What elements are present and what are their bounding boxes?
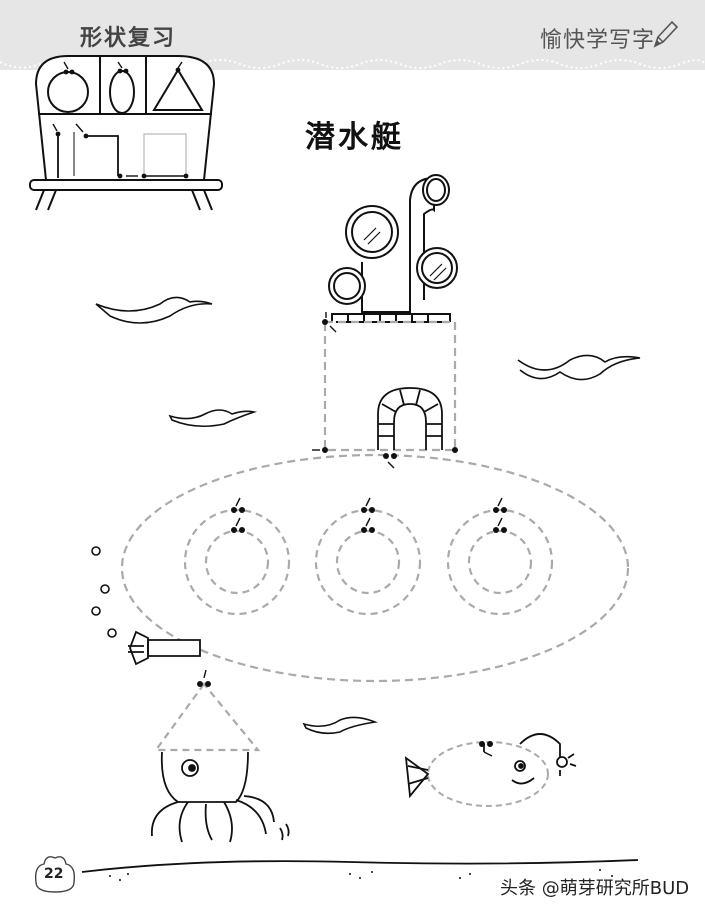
hatch-door-icon — [377, 387, 443, 450]
triangle-trace-outline — [153, 682, 261, 752]
page-number-badge — [34, 856, 76, 893]
tower-trace-outline — [323, 320, 457, 452]
pencil-icon — [653, 20, 679, 48]
octopus-icon — [151, 751, 290, 843]
watermark-text: 头条 @萌芽研究所BUD — [500, 878, 690, 899]
shape-review-box — [29, 55, 223, 211]
porthole-2-trace — [314, 508, 422, 616]
start-dots — [231, 507, 507, 533]
page-number: 22 — [44, 866, 64, 882]
wave-right-icon — [517, 354, 641, 381]
porthole-1-trace — [183, 508, 291, 616]
propeller-icon — [128, 630, 201, 666]
wave-bottom-icon — [302, 716, 378, 735]
porthole-3-trace — [446, 508, 554, 616]
book-title: 愉快学写字 — [540, 28, 656, 53]
direction-arrows — [235, 497, 503, 527]
wave-left-icon — [95, 296, 213, 324]
section-title: 形状复习 — [80, 26, 177, 51]
wave-small-icon — [168, 409, 258, 428]
bubbles-icon — [91, 546, 117, 638]
hull-trace-outline — [120, 453, 630, 683]
page-title: 潜水艇 — [305, 120, 404, 155]
periscope-icon — [328, 174, 458, 323]
seabed-line — [81, 859, 639, 873]
seabed-dots — [109, 869, 613, 881]
